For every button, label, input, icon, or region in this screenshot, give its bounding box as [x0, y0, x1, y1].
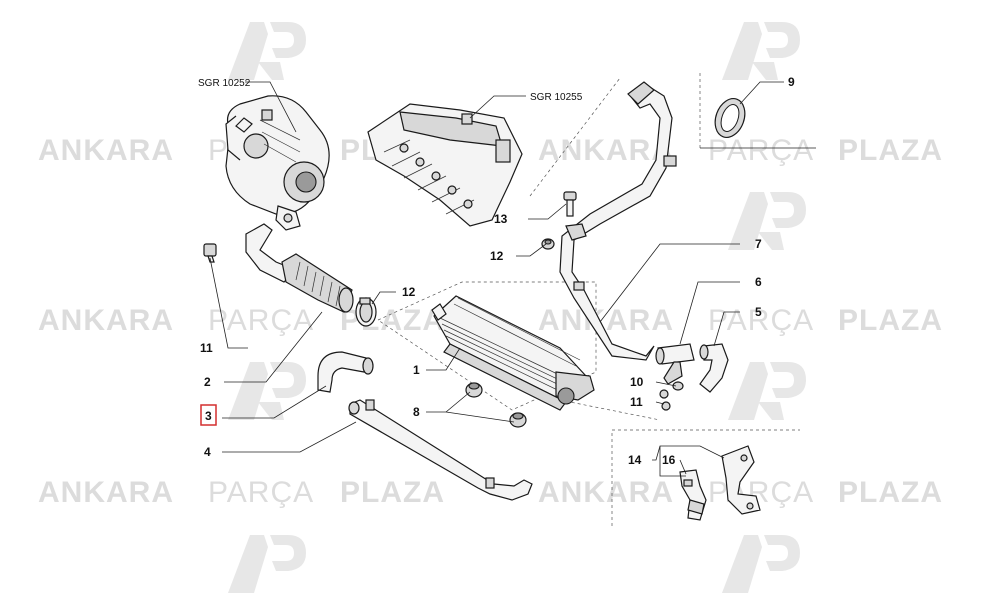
pipe-group-frame — [559, 399, 661, 421]
leader-8 — [426, 391, 515, 423]
hose-part-2 — [245, 223, 354, 313]
callout-12-lower: 11 — [630, 395, 643, 409]
leader-4 — [222, 421, 357, 453]
leader-turbo — [245, 81, 297, 133]
leader-2 — [224, 311, 323, 383]
connector-part-6 — [655, 343, 695, 385]
watermark-word: PARÇA — [208, 304, 314, 337]
leader-11 — [209, 257, 248, 349]
callout-3: 3 — [205, 409, 212, 423]
callout-4: 4 — [204, 445, 211, 459]
turbocharger — [225, 95, 330, 231]
leader-14 — [528, 203, 567, 220]
bracket-group-frame — [611, 429, 800, 526]
watermark-word: ANKARA — [38, 134, 174, 167]
leader-7 — [599, 243, 740, 323]
watermark-word: ANKARA — [38, 476, 174, 509]
watermark-logo-icon — [228, 535, 306, 593]
watermark-word: PLAZA — [838, 476, 943, 509]
leader-6 — [679, 281, 740, 345]
watermark-word: PLAZA — [838, 304, 943, 337]
bolt-part-14 — [563, 191, 577, 217]
callout-2: 2 — [204, 375, 211, 389]
bracket-part-15 — [721, 445, 761, 515]
leader-12-upper — [516, 243, 547, 257]
manifold-guide-line — [529, 77, 621, 197]
watermark-word: ANKARA — [538, 476, 674, 509]
leader-1 — [426, 347, 461, 371]
reference-label-turbo: SGR 10252 — [198, 78, 251, 89]
leader-manifold — [469, 95, 526, 119]
callout-9: 9 — [788, 75, 795, 89]
leader-9 — [739, 81, 784, 105]
watermark-logo-icon — [722, 22, 800, 80]
watermark-word: PLAZA — [340, 476, 445, 509]
grommets-part-8 — [465, 382, 527, 428]
callout-15: 14 — [628, 453, 642, 467]
bolt-part-11 — [203, 243, 217, 263]
watermark-word: PARÇA — [708, 476, 814, 509]
watermark-logo-icon — [722, 535, 800, 593]
callout-7: 7 — [755, 237, 762, 251]
callout-labels: SGR 10252 SGR 10255 9 13 12 12 7 6 5 1 8… — [198, 75, 795, 467]
callout-14: 13 — [494, 212, 508, 226]
bracket-part-16 — [679, 469, 707, 521]
hose-part-3 — [317, 351, 374, 393]
callout-12-upper: 12 — [490, 249, 504, 263]
intake-manifold — [367, 103, 523, 227]
watermark-word: PLAZA — [838, 134, 943, 167]
watermark-logo-icon — [228, 22, 306, 80]
watermark-logo-icon — [728, 192, 806, 250]
pipe-part-7 — [559, 81, 677, 361]
callout-3-highlight-box — [200, 404, 217, 426]
leader-15-drop — [659, 446, 686, 477]
nut-part-12-lower — [659, 389, 671, 411]
watermark-word: PARÇA — [708, 134, 814, 167]
intercooler-part-1 — [431, 295, 595, 411]
leader-13 — [371, 291, 396, 305]
callout-8: 8 — [413, 405, 420, 419]
clamp-part-13 — [355, 297, 377, 327]
watermark-word: PARÇA — [208, 476, 314, 509]
callout-11: 11 — [200, 341, 213, 355]
reference-label-manifold: SGR 10255 — [530, 92, 583, 103]
nut-part-12-upper — [541, 238, 555, 250]
watermark-text-row-3: ANKARA PARÇA PLAZA ANKARA PARÇA PLAZA — [38, 476, 943, 509]
watermark-word: PARÇA — [708, 304, 814, 337]
callout-1: 1 — [413, 363, 420, 377]
watermark-word: ANKARA — [38, 304, 174, 337]
washer-part-10 — [672, 381, 684, 391]
callout-5: 5 — [755, 305, 762, 319]
leader-10 — [655, 381, 677, 387]
leader-5 — [713, 311, 740, 347]
callout-13: 12 — [402, 285, 416, 299]
pipe-part-4 — [348, 399, 533, 501]
hose-part-5 — [699, 343, 729, 393]
leader-3 — [222, 385, 327, 419]
callout-16: 16 — [662, 453, 676, 467]
watermark-logos — [228, 22, 806, 593]
callout-10: 10 — [630, 375, 644, 389]
watermark-logo-icon — [228, 362, 306, 420]
leader-12-lower — [655, 401, 665, 405]
leader-lines — [209, 81, 784, 477]
seal-ring-part-9 — [714, 98, 746, 138]
callout-6: 6 — [755, 275, 762, 289]
leader-16 — [679, 459, 687, 475]
watermark-word: ANKARA — [538, 134, 674, 167]
watermark-logo-icon — [728, 362, 806, 420]
